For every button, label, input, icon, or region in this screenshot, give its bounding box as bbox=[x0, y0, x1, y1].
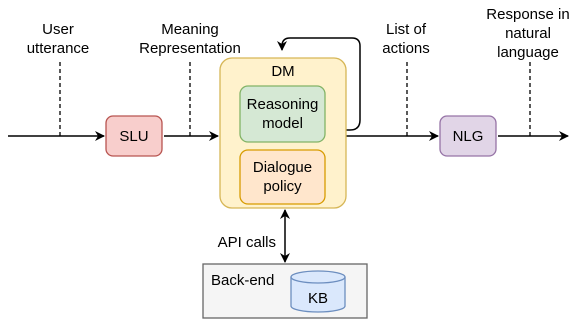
list-of-actions-label-2: actions bbox=[382, 40, 430, 57]
dialogue-policy-label-2: policy bbox=[263, 178, 302, 195]
nlg-label: NLG bbox=[453, 128, 484, 145]
nlg-box bbox=[439, 115, 497, 157]
dm-label: DM bbox=[271, 63, 294, 80]
reasoning-model-label-1: Reasoning bbox=[247, 96, 319, 113]
backend-label: Back-end bbox=[211, 272, 274, 289]
slu-label: SLU bbox=[119, 128, 148, 145]
meaning-representation-label-2: Representation bbox=[139, 40, 241, 57]
dialogue-policy-box bbox=[239, 149, 326, 205]
response-label-3: language bbox=[497, 44, 559, 61]
user-utterance-label-2: utterance bbox=[27, 40, 90, 57]
kb-label: KB bbox=[308, 290, 328, 307]
response-label-2: natural bbox=[505, 25, 551, 42]
arrow-reasoning-feedback bbox=[277, 37, 361, 131]
reasoning-model-box bbox=[239, 85, 326, 143]
user-utterance-label-1: User bbox=[42, 21, 74, 38]
dialogue-policy-label-1: Dialogue bbox=[253, 159, 312, 176]
kb-cylinder bbox=[290, 270, 346, 313]
meaning-representation-label-1: Meaning bbox=[161, 21, 219, 38]
response-label-1: Response in bbox=[486, 6, 569, 23]
slu-box bbox=[105, 115, 163, 157]
api-calls-label: API calls bbox=[218, 234, 276, 251]
list-of-actions-label-1: List of bbox=[386, 21, 427, 38]
reasoning-model-label-2: model bbox=[262, 115, 303, 132]
